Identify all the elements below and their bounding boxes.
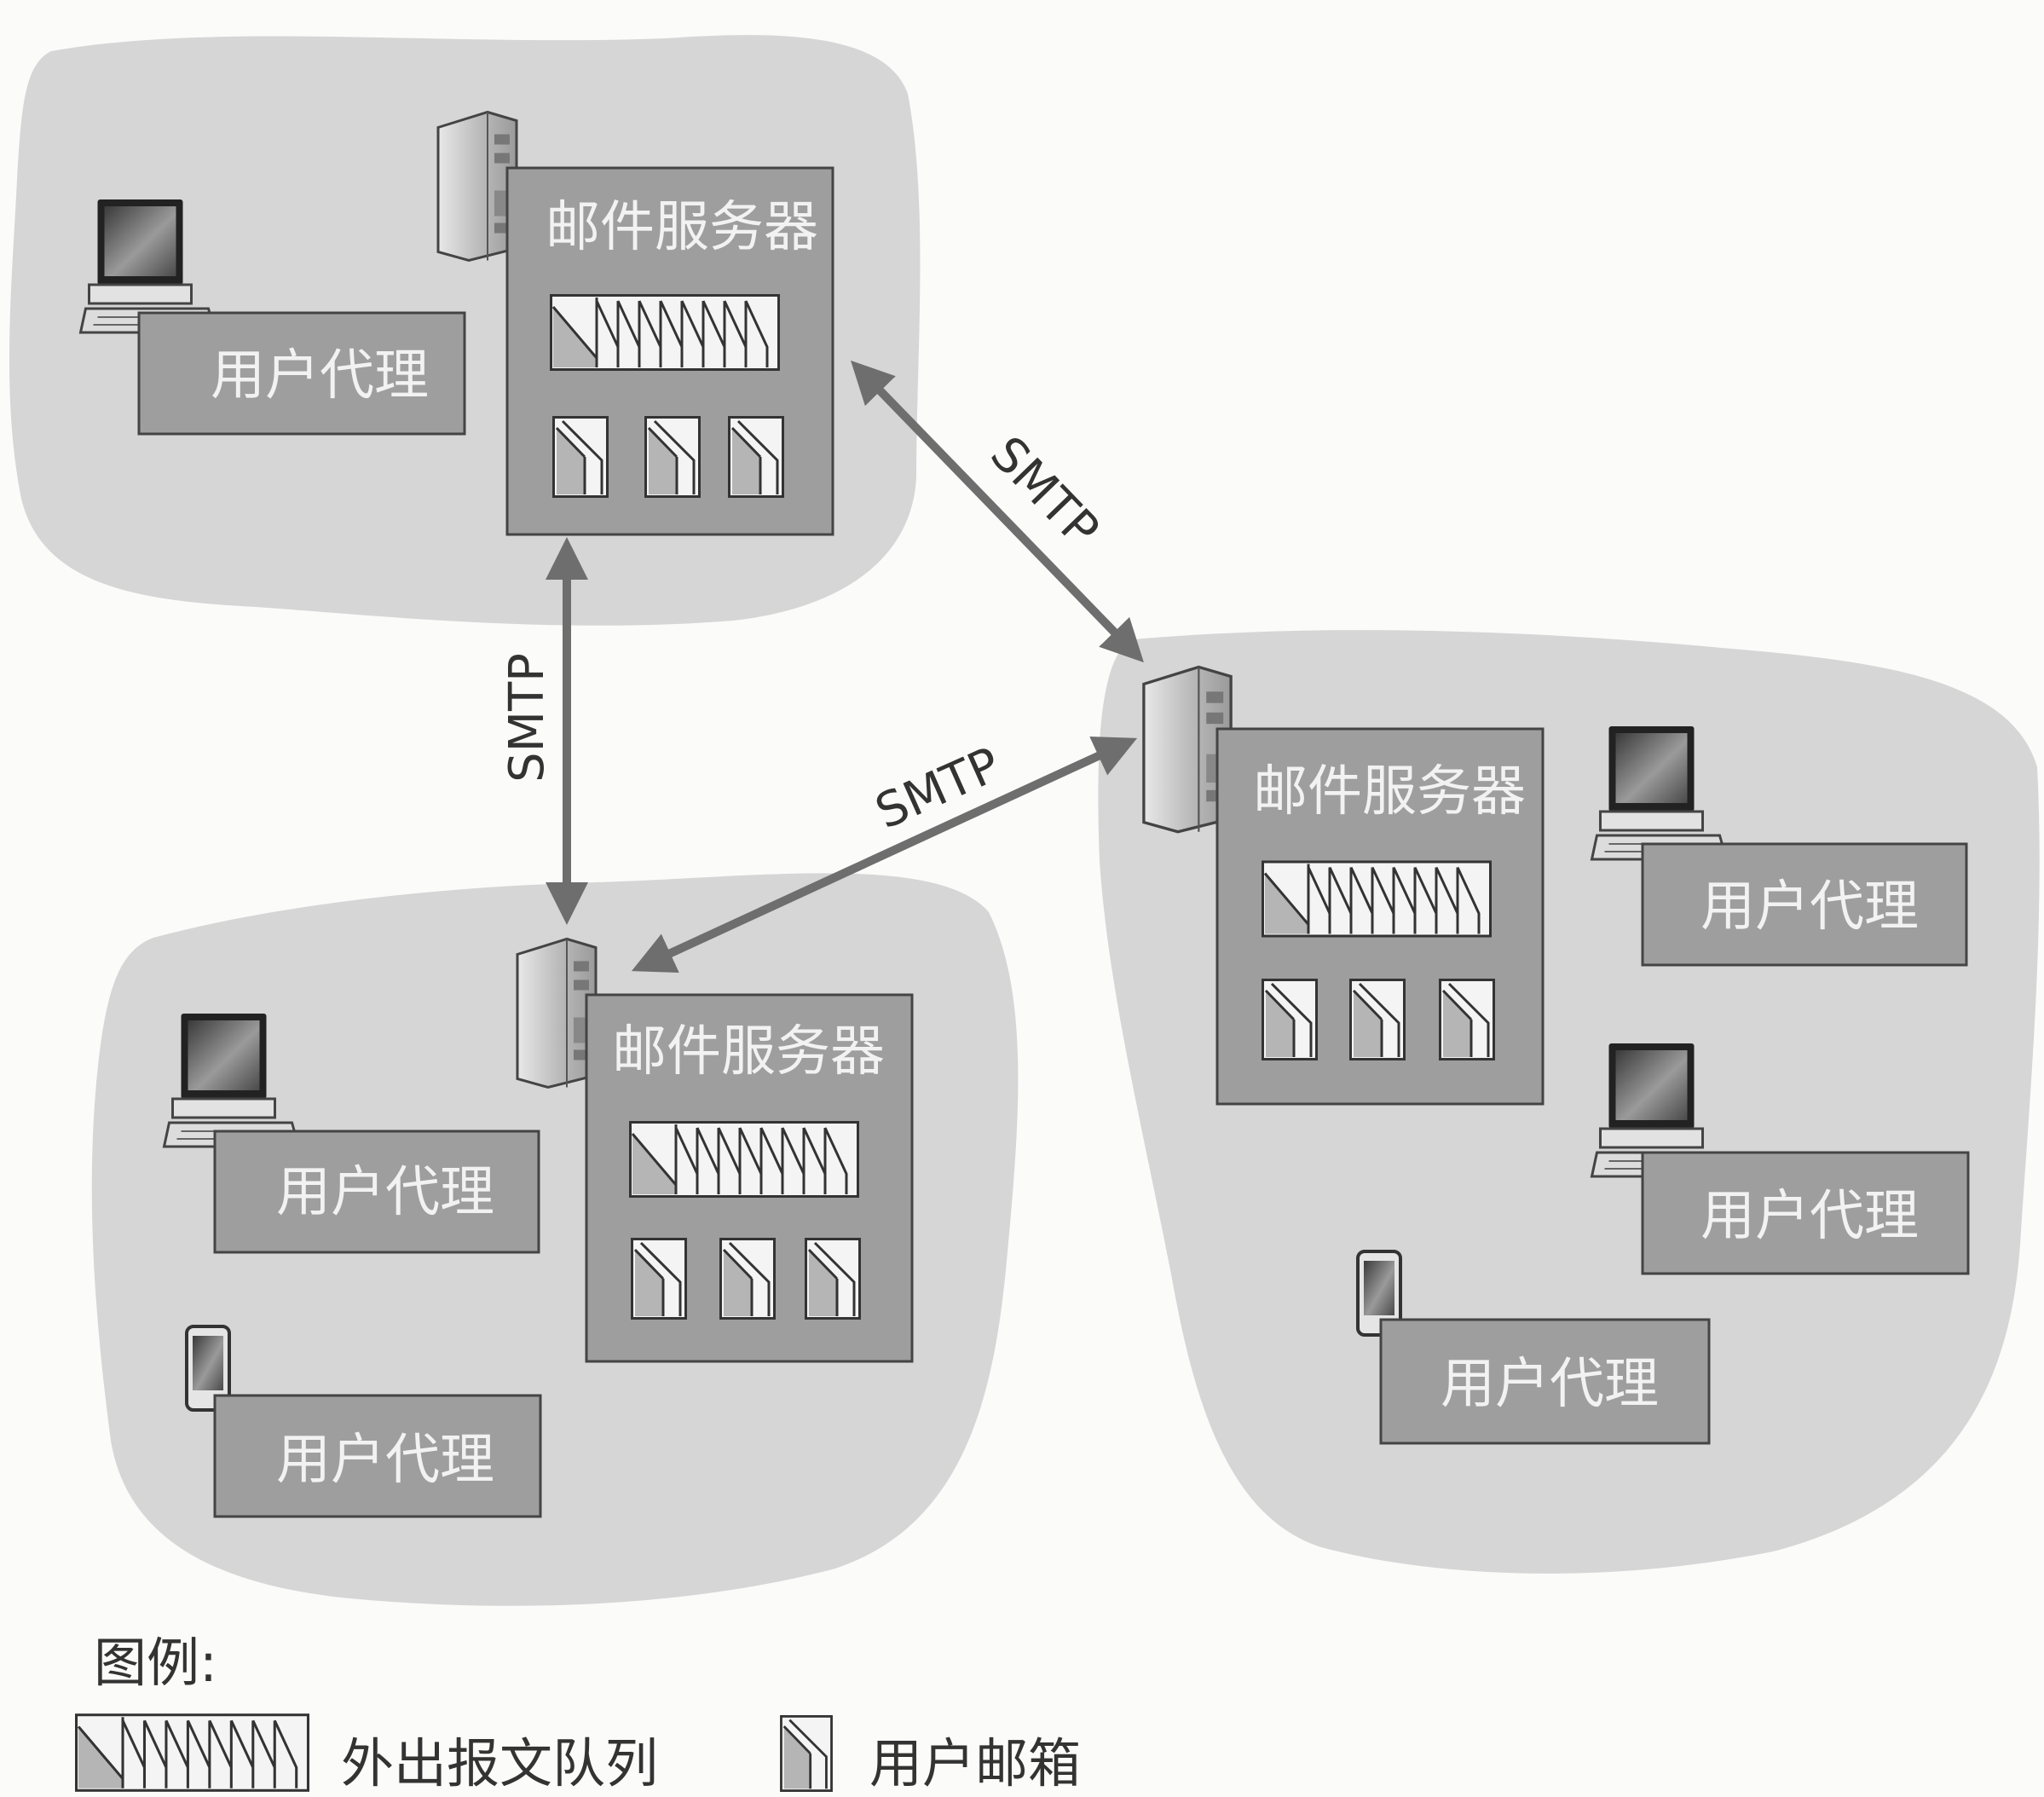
outgoing-queue-icon (629, 1121, 859, 1198)
user-mailbox-icon (644, 416, 701, 498)
user-agent-right-1: 用户代理 (1590, 725, 1968, 967)
legend-queue-icon (75, 1713, 309, 1792)
mail-server-label: 邮件服务器 (546, 196, 818, 259)
legend-title: 图例: (94, 1632, 217, 1694)
legend-queue-label: 外出报文队列 (341, 1732, 659, 1794)
smtp-label-vertical: SMTP (499, 653, 555, 783)
mail-server-label: 邮件服务器 (1253, 760, 1526, 823)
user-mailbox-icon (728, 416, 784, 498)
user-agent-label: 用户代理 (1441, 1353, 1659, 1416)
user-agent-label: 用户代理 (276, 1429, 494, 1492)
user-mailbox-icon (1349, 979, 1406, 1060)
smtp-link-top-to-bottom: SMTP (499, 537, 588, 925)
mail-server-bottom-left: 邮件服务器 (516, 937, 914, 1363)
user-agent-right-phone: 用户代理 (1356, 1250, 1711, 1445)
server-tower-icon (436, 110, 518, 263)
mail-server-label: 邮件服务器 (612, 1020, 885, 1083)
user-agent-bottom-left-phone: 用户代理 (185, 1325, 542, 1518)
user-agent-label: 用户代理 (276, 1161, 494, 1224)
user-mailbox-icon (1439, 979, 1495, 1060)
user-mailbox-icon (719, 1238, 776, 1320)
smtp-label-top-right: SMTP (979, 426, 1109, 558)
user-agent-right-2: 用户代理 (1590, 1042, 1970, 1275)
user-mailbox-icon (1262, 979, 1318, 1060)
user-agent-top-left: 用户代理 (78, 198, 466, 436)
smtp-label-bottom-right: SMTP (868, 737, 1008, 841)
user-mailbox-icon (552, 416, 609, 498)
mail-server-right: 邮件服务器 (1142, 665, 1545, 1106)
user-mailbox-icon (805, 1238, 861, 1320)
legend-mailbox-icon (780, 1715, 833, 1792)
outgoing-queue-icon (1262, 860, 1492, 938)
user-agent-label: 用户代理 (211, 344, 429, 407)
user-agent-label: 用户代理 (1700, 875, 1919, 939)
user-mailbox-icon (631, 1238, 687, 1320)
user-agent-bottom-left-desktop: 用户代理 (162, 1012, 540, 1254)
server-tower-icon (516, 937, 598, 1089)
legend-mailbox-label: 用户邮箱 (869, 1732, 1082, 1794)
mail-server-top-left: 邮件服务器 (436, 110, 834, 536)
user-agent-label: 用户代理 (1700, 1185, 1919, 1248)
outgoing-queue-icon (550, 294, 780, 371)
